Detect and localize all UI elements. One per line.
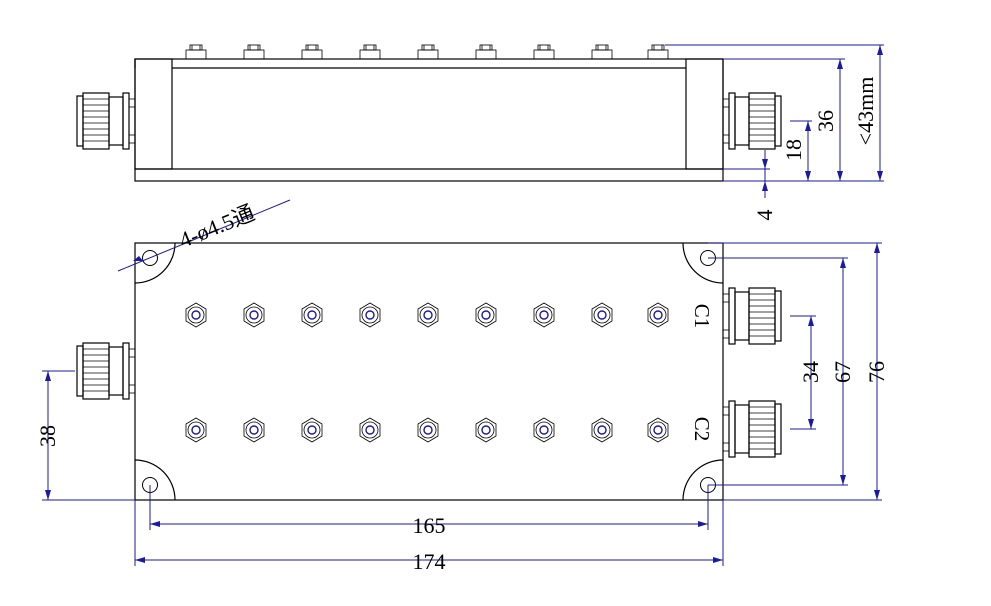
side-connector-left [76,92,136,150]
tuning-nuts-row-1 [185,302,669,328]
mount-hole-tl [142,250,158,266]
dim-174-label: 174 [413,549,446,574]
port-label-c2: C2 [690,417,714,442]
dim-18-label: 18 [781,139,806,161]
corner-arc-br [682,459,724,501]
side-view [76,44,782,182]
dim-76-label: 76 [864,361,889,383]
hole-note-label: 4-ø4.5通 [176,200,258,253]
hole-note: 4-ø4.5通 [117,199,291,272]
dim-165-label: 165 [413,513,446,538]
output-connector-c2 [722,400,782,458]
tuning-screws-top [185,44,669,60]
port-label-c1: C1 [690,304,714,329]
corner-arc-tl [134,242,176,284]
side-left-block [134,58,173,170]
corner-arc-tr [682,242,724,284]
dim-43mm-label: <43mm [853,77,878,146]
input-connector-left [76,342,136,400]
dim-38-label: 38 [35,425,60,447]
top-body [134,242,724,501]
dim-4-label: 4 [752,210,777,221]
side-dimensions: <43mm 36 18 4 [665,44,884,221]
side-body [134,58,724,182]
output-connector-c1 [722,287,782,345]
dim-36-label: 36 [813,110,838,132]
dim-67-label: 67 [830,361,855,383]
top-view: C1 C2 [76,242,782,501]
side-right-block [685,58,724,170]
side-connector-right [722,92,782,150]
top-dimensions: 76 67 34 38 165 174 [35,242,889,574]
tuning-nuts-row-2 [185,417,669,443]
dim-34-label: 34 [798,361,823,383]
corner-arc-bl [134,459,176,501]
